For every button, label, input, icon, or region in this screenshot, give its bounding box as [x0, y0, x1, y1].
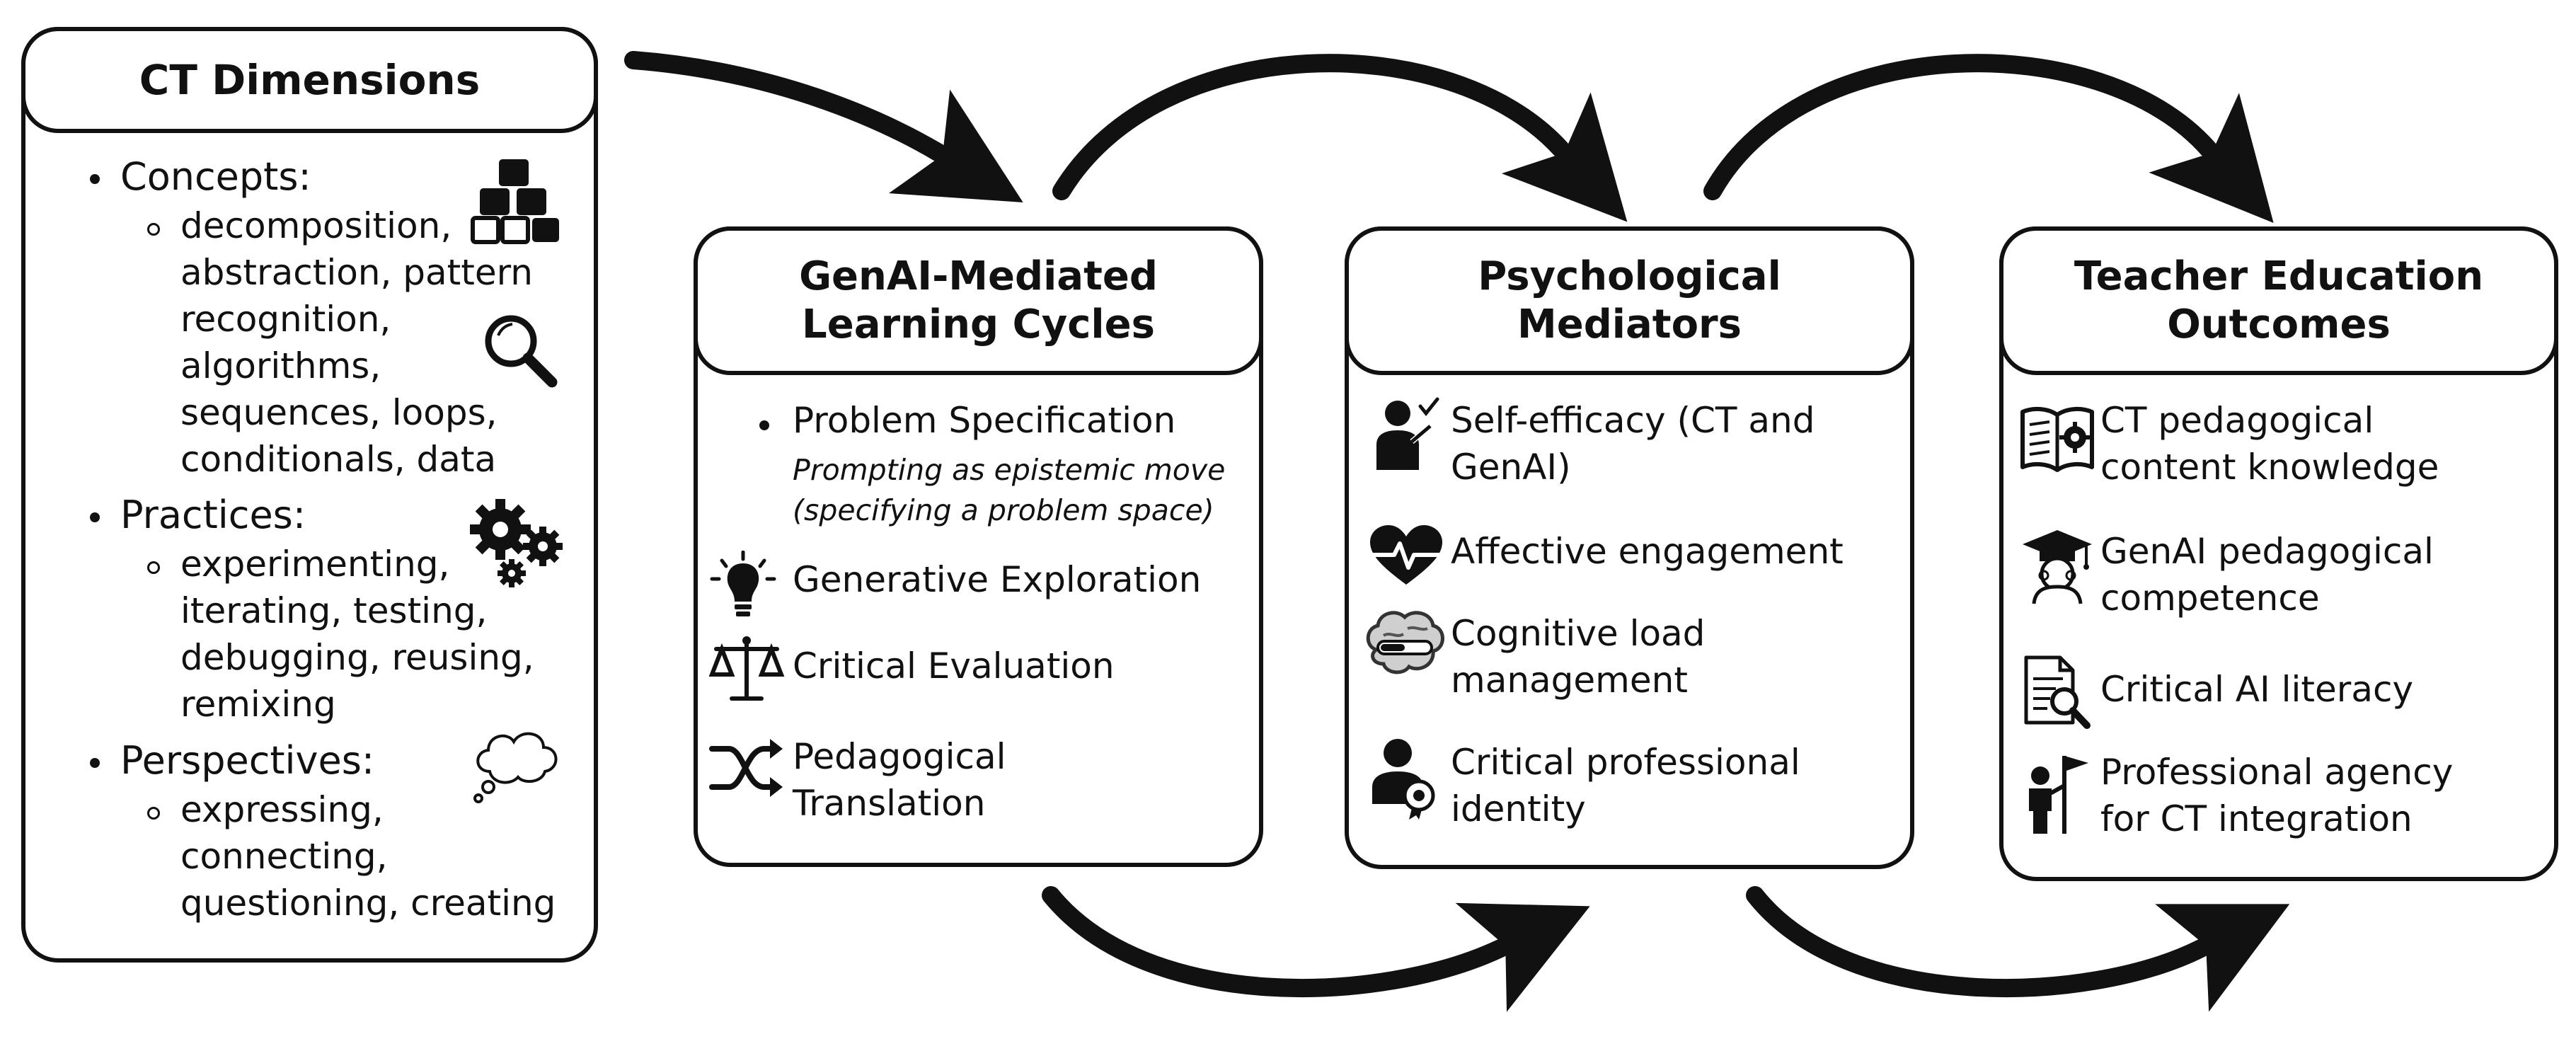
perspectives-label: Perspectives:	[120, 738, 375, 783]
mediator-label: management	[1451, 660, 1688, 701]
cycle-item-label: Pedagogical	[793, 736, 1006, 777]
scales-icon	[708, 636, 785, 701]
practices-line: remixing	[180, 684, 336, 725]
outcome-label: GenAI pedagogical	[2100, 531, 2434, 572]
person-check-icon	[1376, 397, 1439, 470]
outcome-label: Professional agency	[2100, 752, 2454, 793]
arrow-mediators-to-outcomes-top	[1703, 54, 2274, 223]
practices-line: experimenting,	[180, 544, 450, 585]
perspectives-line: questioning, creating	[180, 883, 556, 924]
mediators-title-line: Mediators	[1517, 301, 1742, 348]
problem-spec-note: (specifying a problem space)	[793, 493, 1214, 527]
magnifier-icon	[485, 315, 558, 388]
brain-icon	[1366, 611, 1444, 674]
ct-dimensions-box: CT Dimensions	[21, 27, 598, 963]
outcomes-title-line: Outcomes	[2167, 301, 2391, 348]
concepts-line: conditionals, data	[180, 439, 497, 480]
mediators-title-line: Psychological	[1478, 253, 1781, 299]
mediator-label: Self-efficacy (CT and	[1451, 400, 1815, 441]
bullet	[90, 174, 100, 184]
book-gear-icon	[2020, 406, 2094, 472]
document-search-icon	[2024, 655, 2091, 729]
bullet	[90, 758, 100, 768]
perspectives-line: expressing,	[180, 789, 384, 830]
mediator-label: GenAI)	[1451, 447, 1571, 488]
outcome-label: for CT integration	[2100, 798, 2413, 839]
concepts-line: sequences, loops,	[180, 392, 498, 433]
arrow-cycles-to-mediators-bottom	[1042, 886, 1590, 1012]
concepts-line: abstraction, pattern	[180, 252, 533, 293]
ct-dimensions-header: CT Dimensions	[21, 27, 598, 133]
sub-bullet	[147, 807, 160, 820]
person-badge-icon	[1372, 739, 1435, 820]
bullet	[759, 420, 769, 430]
mediators-header: Psychological Mediators	[1345, 226, 1914, 375]
arrow-ct-to-cycles	[624, 51, 1023, 202]
learning-cycles-title-line: Learning Cycles	[802, 301, 1155, 348]
mediator-label: Cognitive load	[1451, 613, 1706, 654]
person-flag-icon	[2029, 756, 2088, 834]
concepts-line: decomposition,	[180, 205, 452, 246]
practices-line: debugging, reusing,	[180, 637, 534, 678]
learning-cycles-box: GenAI-Mediated Learning Cycles	[694, 226, 1263, 867]
cycle-item-label: Critical Evaluation	[793, 645, 1115, 687]
arrow-cycles-to-mediators-top	[1052, 54, 1628, 222]
shuffle-icon	[709, 739, 783, 797]
outcomes-box: Teacher Education Outcomes	[1999, 226, 2558, 881]
gears-icon	[470, 499, 563, 587]
thought-cloud-icon	[473, 732, 558, 803]
mediator-label: identity	[1451, 788, 1586, 829]
ct-dimensions-title: CT Dimensions	[139, 55, 481, 104]
perspectives-line: connecting,	[180, 836, 388, 877]
mediator-label: Affective engagement	[1451, 531, 1844, 572]
practices-label: Practices:	[120, 493, 306, 537]
concepts-line: recognition,	[180, 299, 391, 340]
concepts-label: Concepts:	[120, 154, 311, 199]
outcomes-title-line: Teacher Education	[2074, 253, 2484, 299]
heart-pulse-icon	[1370, 525, 1442, 585]
outcome-label: content knowledge	[2100, 447, 2439, 488]
problem-spec-note: Prompting as epistemic move	[793, 453, 1226, 487]
learning-cycles-title-line: GenAI-Mediated	[799, 253, 1158, 299]
arrow-mediators-to-outcomes-bottom	[1746, 886, 2290, 1012]
sub-bullet	[147, 561, 160, 574]
cycle-item-label: Generative Exploration	[793, 559, 1202, 600]
outcome-label: CT pedagogical	[2100, 400, 2374, 441]
outcomes-header: Teacher Education Outcomes	[1999, 226, 2558, 375]
concepts-line: algorithms,	[180, 345, 381, 386]
practices-line: iterating, testing,	[180, 590, 488, 631]
graduate-icon	[2023, 530, 2092, 604]
outcome-label: competence	[2100, 578, 2320, 619]
bullet	[90, 512, 100, 522]
outcome-label: Critical AI literacy	[2100, 669, 2414, 710]
cycle-item-label: Translation	[793, 783, 986, 824]
mediator-label: Critical professional	[1451, 742, 1800, 783]
lightbulb-icon	[710, 551, 776, 616]
blocks-icon	[471, 159, 559, 244]
sub-bullet	[147, 223, 160, 236]
learning-cycles-header: GenAI-Mediated Learning Cycles	[694, 226, 1263, 375]
problem-specification: Problem Specification	[793, 400, 1176, 441]
